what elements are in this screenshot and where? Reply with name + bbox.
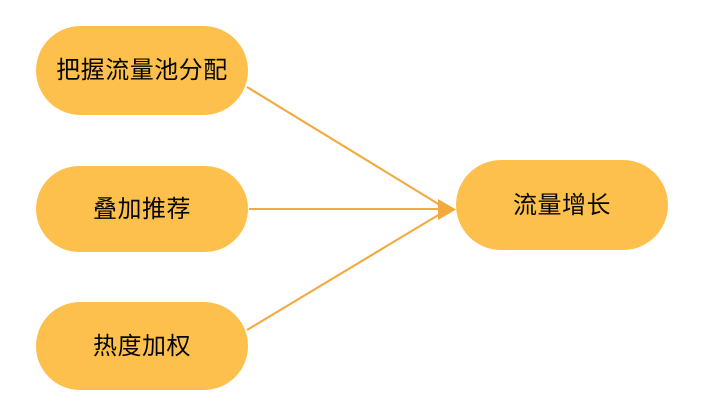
arrowhead-icon [438,199,456,220]
edge-source-3-to-target-1 [246,213,441,331]
node-target-1[interactable]: 流量增长 [456,160,668,250]
node-target-1-label: 流量增长 [513,190,611,219]
node-source-2-label: 叠加推荐 [93,194,191,223]
node-source-3[interactable]: 热度加权 [36,302,248,390]
node-source-2[interactable]: 叠加推荐 [36,166,248,252]
edge-source-1-to-target-1 [246,86,441,206]
node-source-1-label: 把握流量池分配 [56,56,228,84]
node-source-1[interactable]: 把握流量池分配 [36,26,248,115]
node-source-3-label: 热度加权 [93,331,191,360]
